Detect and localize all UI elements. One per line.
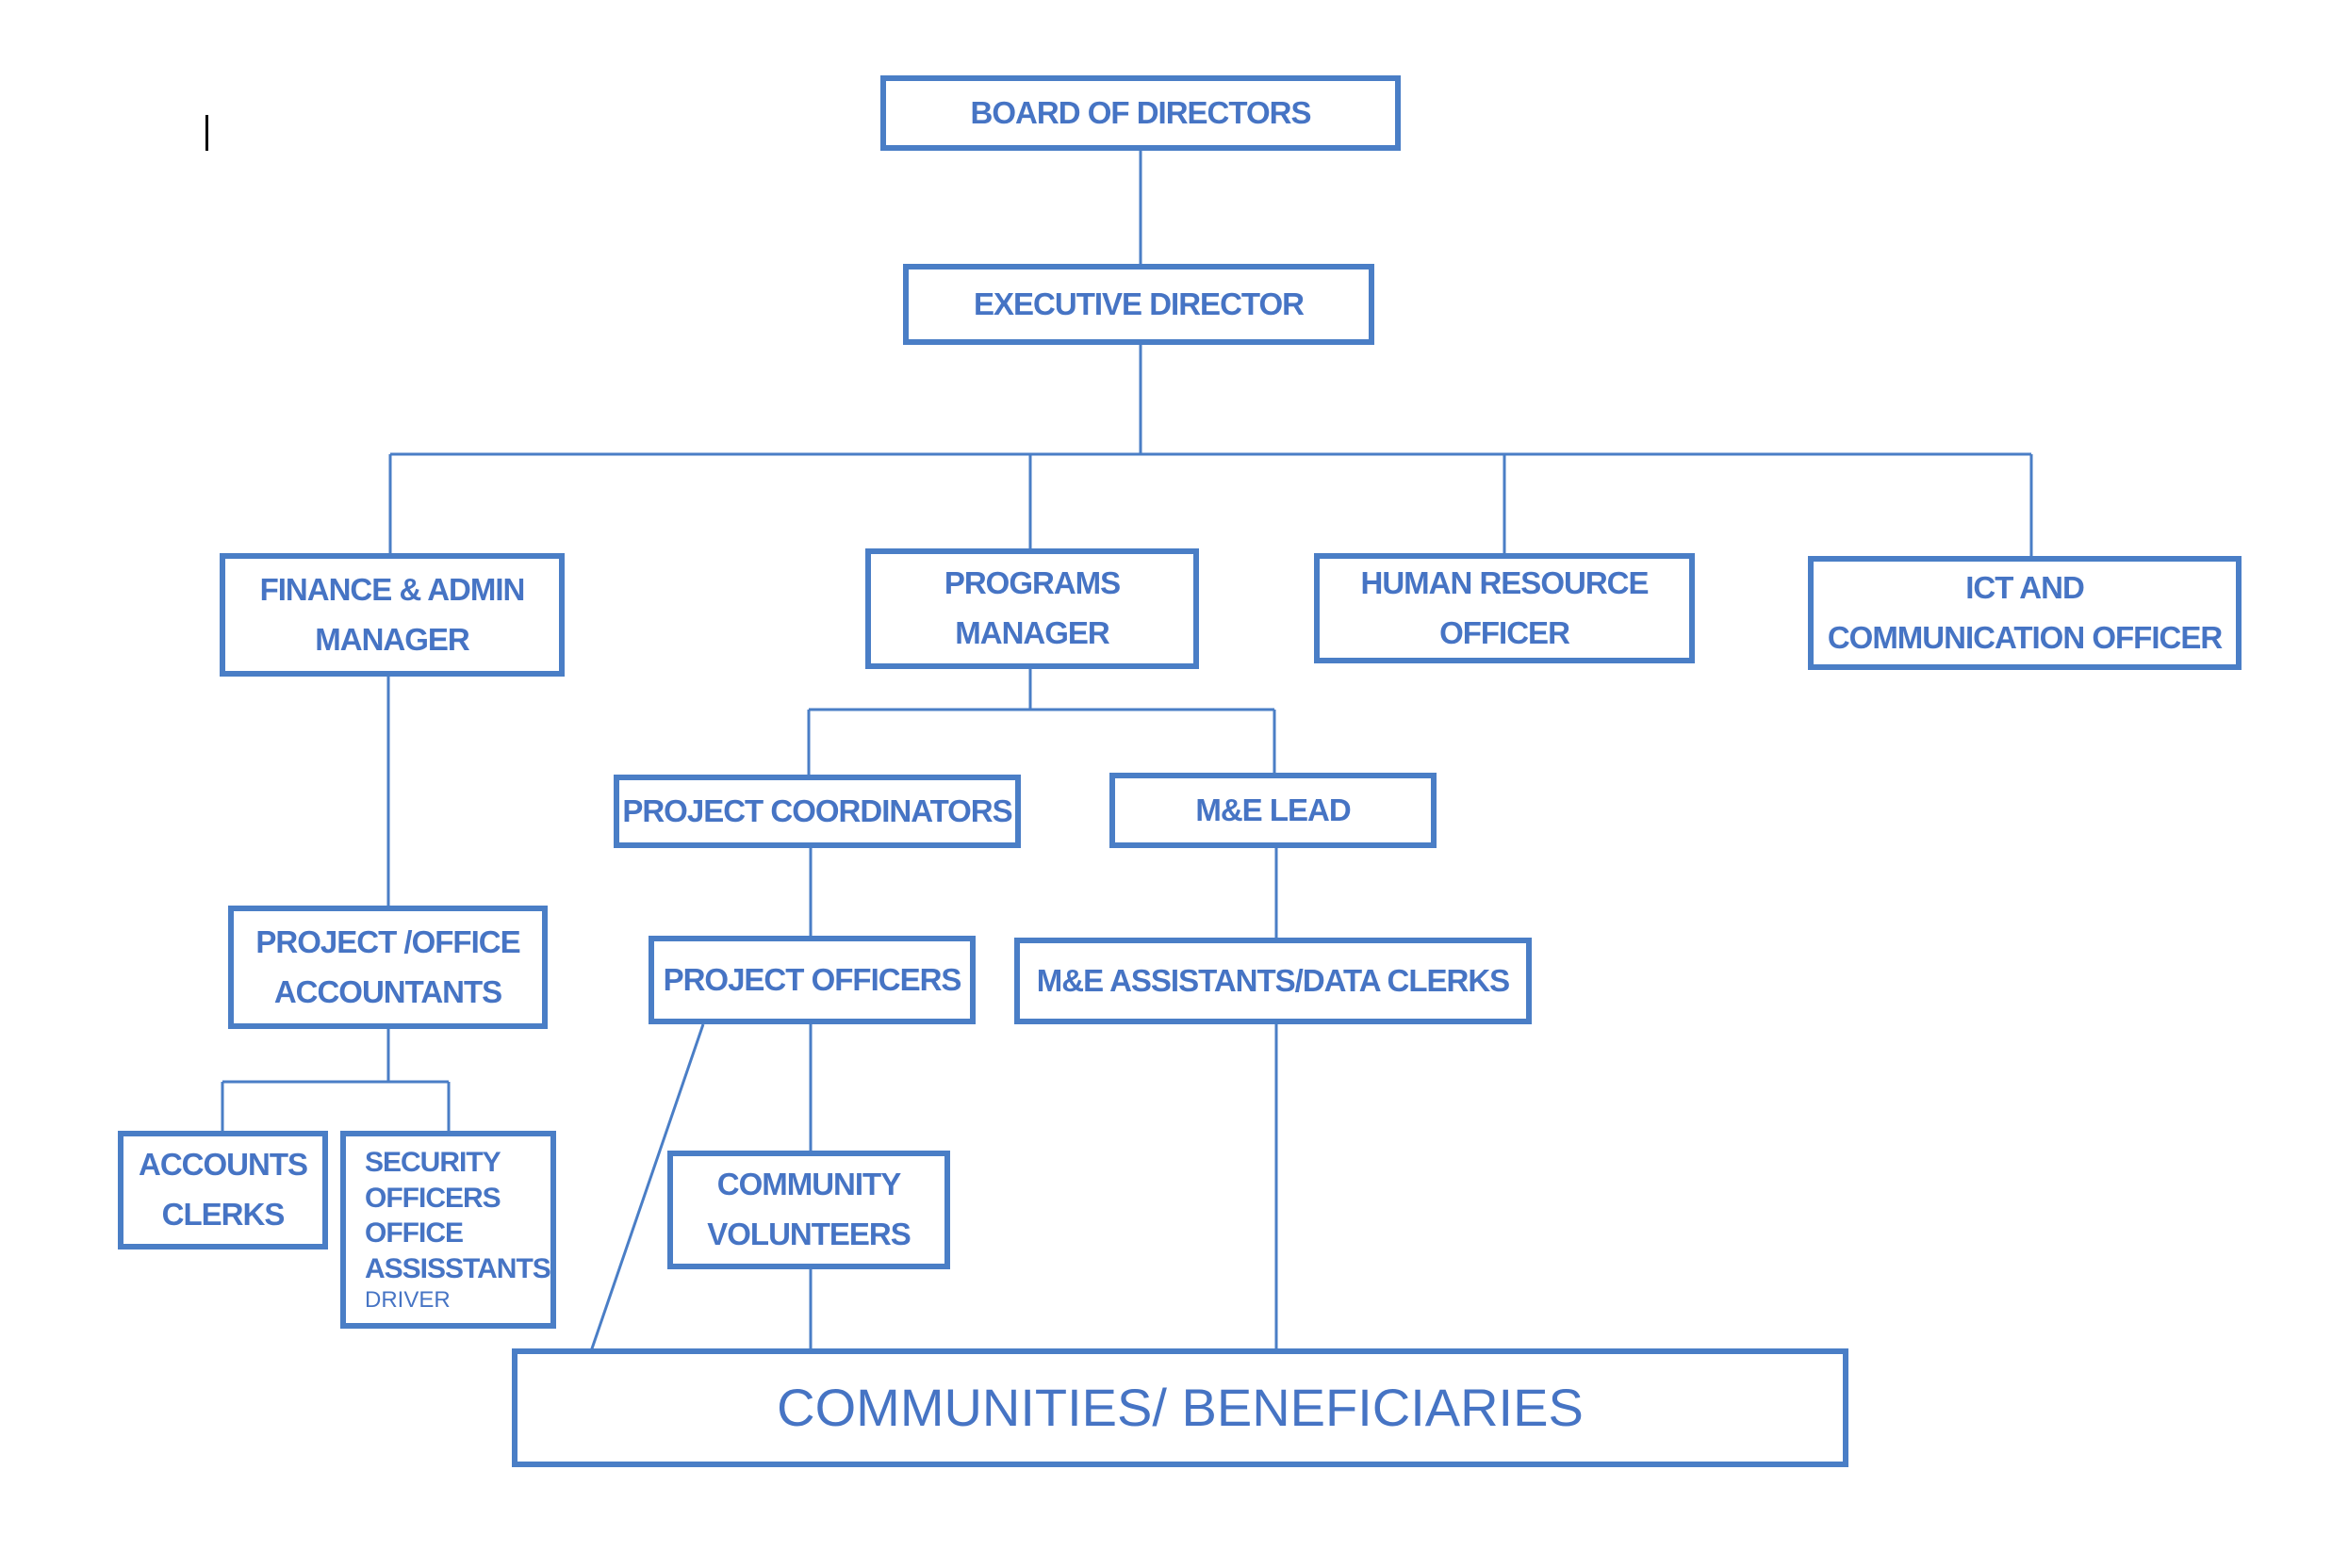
programs-manager-line1: PROGRAMS xyxy=(944,565,1121,601)
ict-communication-officer-box: ICT AND COMMUNICATION OFFICER xyxy=(1808,556,2242,670)
support-staff-line3: OFFICE xyxy=(365,1217,464,1249)
me-assistants-label: M&E ASSISTANTS/DATA CLERKS xyxy=(1036,962,1510,998)
project-office-accountants-box: PROJECT /OFFICE ACCOUNTANTS xyxy=(228,906,548,1029)
project-office-accountants-line2: ACCOUNTANTS xyxy=(273,973,502,1009)
human-resource-officer-line2: OFFICER xyxy=(1439,614,1570,650)
board-of-directors-box: BOARD OF DIRECTORS xyxy=(880,75,1401,151)
ict-communication-officer-line2: COMMUNICATION OFFICER xyxy=(1827,619,2223,655)
communities-beneficiaries-label: COMMUNITIES/ BENEFICIARIES xyxy=(777,1378,1584,1438)
human-resource-officer-box: HUMAN RESOURCE OFFICER xyxy=(1314,553,1695,663)
support-staff-line2: OFFICERS xyxy=(365,1182,501,1214)
finance-admin-manager-line2: MANAGER xyxy=(315,621,469,657)
programs-manager-box: PROGRAMS MANAGER xyxy=(865,548,1199,669)
accounts-clerks-line2: CLERKS xyxy=(161,1197,286,1232)
community-volunteers-box: COMMUNITY VOLUNTEERS xyxy=(667,1151,950,1269)
project-officers-label: PROJECT OFFICERS xyxy=(663,961,962,997)
programs-manager-line2: MANAGER xyxy=(955,615,1109,650)
accounts-clerks-line1: ACCOUNTS xyxy=(139,1147,308,1183)
me-lead-box: M&E LEAD xyxy=(1109,773,1437,848)
connector-officers-communities-diagonal xyxy=(588,1023,705,1355)
finance-admin-manager-line1: FINANCE & ADMIN xyxy=(259,571,526,607)
board-of-directors-label: BOARD OF DIRECTORS xyxy=(970,94,1312,130)
community-volunteers-line2: VOLUNTEERS xyxy=(707,1217,911,1251)
communities-beneficiaries-box: COMMUNITIES/ BENEFICIARIES xyxy=(512,1348,1848,1467)
support-staff-box: SECURITY OFFICERS OFFICE ASSISSTANTS DRI… xyxy=(340,1131,556,1329)
accounts-clerks-box: ACCOUNTS CLERKS xyxy=(118,1131,328,1250)
support-staff-line1: SECURITY xyxy=(365,1147,501,1178)
project-officers-box: PROJECT OFFICERS xyxy=(649,936,976,1024)
human-resource-officer-line1: HUMAN RESOURCE xyxy=(1360,564,1649,600)
project-coordinators-label: PROJECT COORDINATORS xyxy=(622,792,1012,828)
me-lead-label: M&E LEAD xyxy=(1195,792,1351,827)
executive-director-box: EXECUTIVE DIRECTOR xyxy=(903,264,1374,345)
ict-communication-officer-line1: ICT AND xyxy=(1965,569,2085,605)
me-assistants-box: M&E ASSISTANTS/DATA CLERKS xyxy=(1014,938,1532,1024)
support-staff-driver: DRIVER xyxy=(365,1287,451,1313)
finance-admin-manager-box: FINANCE & ADMIN MANAGER xyxy=(220,553,565,677)
project-coordinators-box: PROJECT COORDINATORS xyxy=(614,775,1021,848)
project-office-accountants-line1: PROJECT /OFFICE xyxy=(255,923,520,959)
executive-director-label: EXECUTIVE DIRECTOR xyxy=(974,286,1305,321)
support-staff-line4: ASSISSTANTS xyxy=(365,1252,551,1284)
community-volunteers-line1: COMMUNITY xyxy=(716,1167,901,1202)
text-cursor xyxy=(205,115,208,151)
